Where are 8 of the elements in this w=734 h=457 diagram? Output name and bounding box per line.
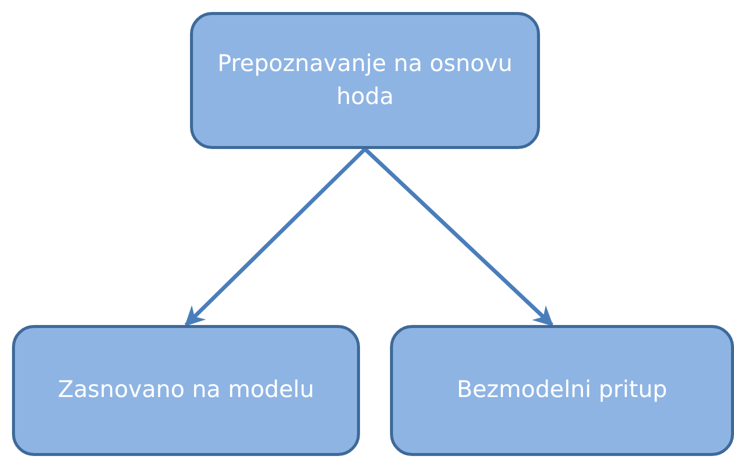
process-box — [12, 325, 360, 456]
node-label: Zasnovano na modelu — [58, 376, 314, 406]
node-label: Prepoznavanje na osnovu hoda — [216, 50, 514, 112]
arrow — [364, 148, 554, 326]
process-box — [390, 325, 734, 456]
process-box — [190, 12, 540, 149]
node-label: Bezmodelni pritup — [456, 376, 668, 406]
arrow — [184, 148, 366, 326]
